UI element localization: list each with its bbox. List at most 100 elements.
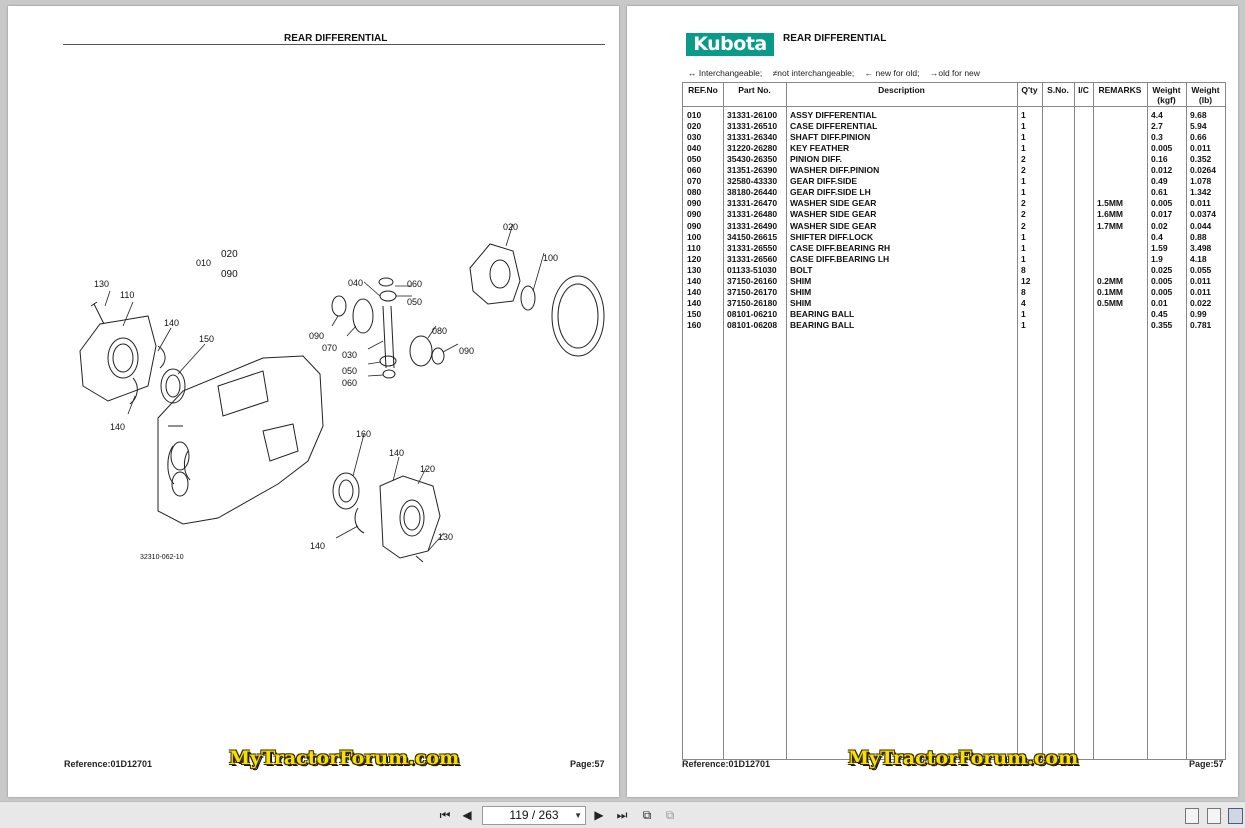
cell-qty: 8 [1021, 264, 1026, 275]
cell-qty: 1 [1021, 132, 1026, 143]
cell-qty: 12 [1021, 275, 1031, 286]
legend-not-interchangeable: ≠not interchangeable; [772, 68, 855, 78]
cell-desc: GEAR DIFF.SIDE [790, 176, 858, 187]
cell-qty: 1 [1021, 231, 1026, 242]
cell-kgf: 0.4 [1151, 231, 1163, 242]
legend-old-for-new: →old for new [929, 68, 980, 78]
cell-lb: 0.781 [1190, 319, 1212, 330]
next-page-icon[interactable]: ▶ [594, 808, 604, 822]
cell-desc: CASE DIFF.BEARING LH [790, 253, 890, 264]
svg-text:090: 090 [459, 346, 474, 356]
svg-text:020: 020 [503, 222, 518, 232]
cell-lb: 0.011 [1190, 198, 1211, 209]
page-indicator: 119 / 263 [509, 808, 559, 822]
previous-page-icon[interactable]: ◀ [462, 808, 472, 822]
header-weight-lb: Weight (lb) [1191, 85, 1220, 105]
reference-label: Reference:01D12701 [682, 759, 771, 769]
cell-desc: CASE DIFF.BEARING RH [790, 242, 891, 253]
header-weight-kgf: Weight (kgf) [1152, 85, 1181, 105]
first-page-icon[interactable]: ⏮ [439, 808, 451, 822]
cell-qty: 2 [1021, 220, 1026, 231]
cell-lb: 0.66 [1190, 132, 1207, 143]
exploded-diagram: 020 010 090 130 110 140 150 140 040 060 … [79, 222, 605, 563]
right-page: Kubota REAR DIFFERENTIAL ↔ Interchangeab… [627, 6, 1238, 797]
page-number-input[interactable]: 119 / 263 ▼ [482, 806, 586, 825]
kubota-logo: Kubota [686, 33, 774, 56]
cell-desc: GEAR DIFF.SIDE LH [790, 187, 871, 198]
page-title: REAR DIFFERENTIAL [783, 33, 887, 44]
cell-lb: 0.99 [1190, 308, 1207, 319]
cell-qty: 2 [1021, 154, 1026, 165]
go-back-view-icon[interactable]: ⧉ [642, 808, 652, 822]
cell-kgf: 0.61 [1151, 187, 1168, 198]
cell-qty: 1 [1021, 187, 1026, 198]
cell-lb: 9.68 [1190, 110, 1207, 120]
cell-kgf: 4.4 [1151, 110, 1163, 120]
cell-desc: BEARING BALL [790, 308, 855, 319]
cell-kgf: 0.49 [1151, 176, 1168, 187]
legend: ↔ Interchangeable; ≠not interchangeable;… [688, 68, 988, 78]
cell-ref: 150 [687, 308, 702, 319]
cell-kgf: 1.59 [1151, 242, 1168, 253]
cell-desc: WASHER SIDE GEAR [790, 209, 877, 220]
svg-text:140: 140 [389, 448, 404, 458]
cell-desc: SHIM [790, 275, 812, 286]
cell-lb: 0.044 [1190, 220, 1212, 231]
cell-ref: 010 [687, 110, 702, 120]
cell-ref: 020 [687, 121, 702, 132]
svg-text:130: 130 [438, 532, 453, 542]
cell-qty: 1 [1021, 242, 1026, 253]
cell-qty: 8 [1021, 286, 1026, 297]
left-page: REAR DIFFERENTIAL [8, 6, 619, 797]
cell-lb: 0.88 [1190, 231, 1207, 242]
two-page-view-icon[interactable] [1228, 808, 1243, 824]
cell-part: 34150-26615 [727, 231, 778, 242]
header-ic: I/C [1078, 85, 1089, 95]
svg-text:020: 020 [221, 249, 238, 260]
cell-desc: SHIFTER DIFF.LOCK [790, 231, 874, 242]
cell-desc: SHIM [790, 297, 812, 308]
cell-kgf: 0.012 [1151, 165, 1173, 176]
cell-remarks: 1.5MM [1097, 198, 1123, 209]
cell-lb: 0.022 [1190, 297, 1212, 308]
cell-part: 31331-26510 [727, 121, 778, 132]
cell-ref: 120 [687, 253, 702, 264]
viewer-toolbar: ⏮ ◀ 119 / 263 ▼ ▶ ⏭ ⧉ ⧉ [0, 801, 1245, 828]
chevron-down-icon[interactable]: ▼ [574, 811, 582, 820]
cell-part: 08101-06208 [727, 319, 778, 330]
continuous-view-icon[interactable] [1207, 808, 1221, 824]
cell-lb: 1.342 [1190, 187, 1212, 198]
cell-part: 35430-26350 [727, 154, 778, 165]
cell-ref: 080 [687, 187, 702, 198]
cell-part: 31331-26470 [727, 198, 778, 209]
cell-ref: 050 [687, 154, 702, 165]
go-forward-view-icon[interactable]: ⧉ [665, 808, 675, 822]
svg-text:32310-062-10: 32310-062-10 [140, 554, 184, 561]
cell-kgf: 0.3 [1151, 132, 1163, 143]
svg-text:140: 140 [310, 541, 325, 551]
cell-remarks: 0.1MM [1097, 286, 1123, 297]
cell-part: 31331-26490 [727, 220, 778, 231]
svg-text:050: 050 [342, 366, 357, 376]
cell-lb: 0.0264 [1190, 165, 1216, 176]
last-page-icon[interactable]: ⏭ [616, 808, 628, 822]
cell-lb: 0.011 [1190, 275, 1211, 286]
cell-lb: 0.055 [1190, 264, 1212, 275]
single-page-view-icon[interactable] [1185, 808, 1199, 824]
cell-kgf: 0.005 [1151, 275, 1173, 286]
cell-ref: 090 [687, 220, 702, 231]
cell-part: 37150-26180 [727, 297, 778, 308]
cell-kgf: 0.017 [1151, 209, 1173, 220]
svg-text:030: 030 [342, 350, 357, 360]
cell-lb: 3.498 [1190, 242, 1212, 253]
cell-part: 31331-26560 [727, 253, 778, 264]
cell-desc: BOLT [790, 264, 813, 275]
header-remarks: REMARKS [1098, 85, 1142, 95]
cell-part: 31331-26550 [727, 242, 778, 253]
